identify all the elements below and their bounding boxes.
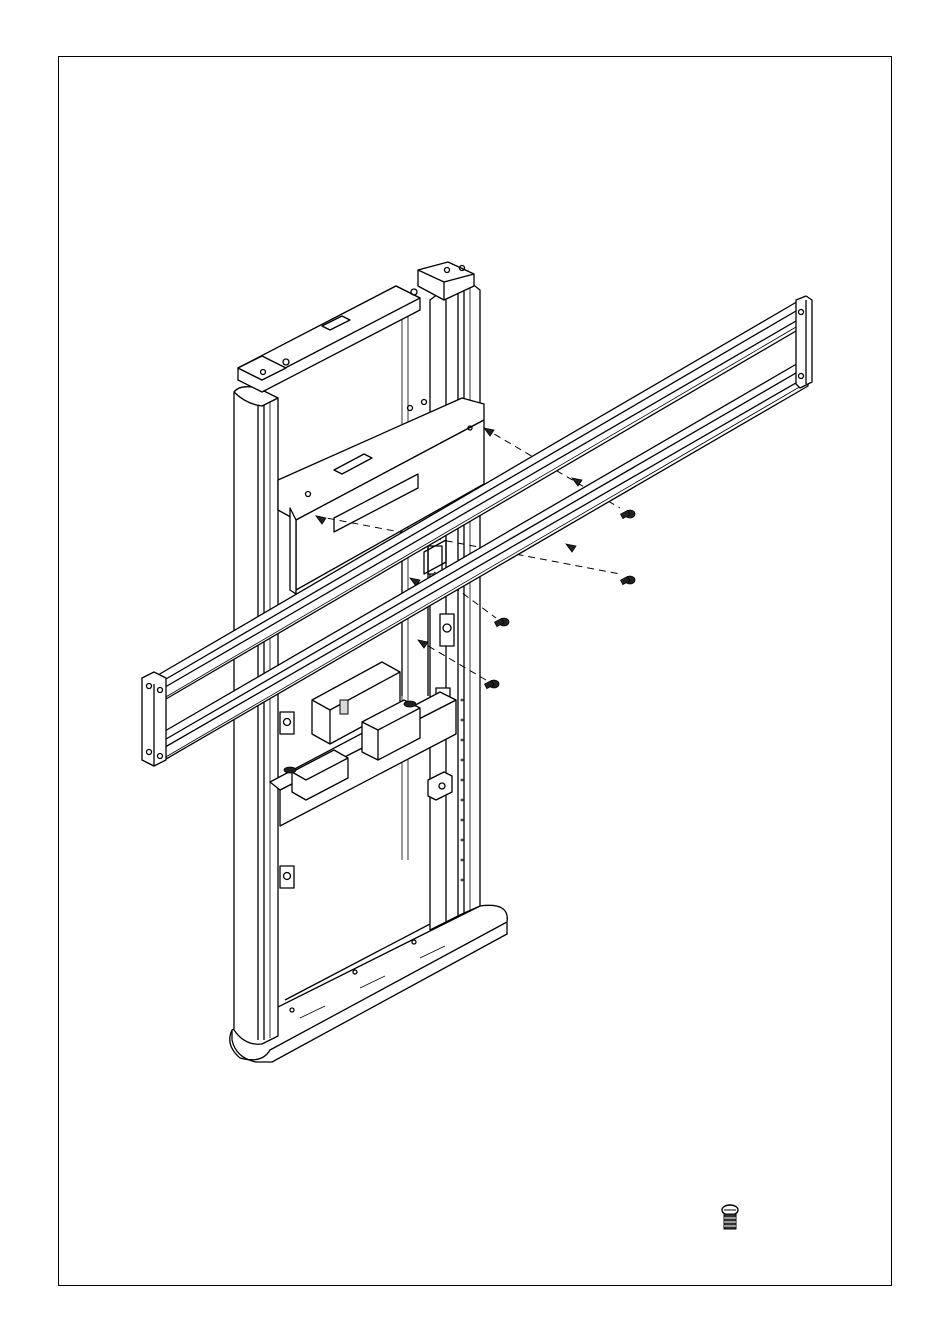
screw-1: [621, 510, 635, 519]
screw-3: [495, 618, 509, 627]
rail-end-cap-right: [796, 296, 812, 388]
screw-4: [485, 680, 499, 689]
screw-icon: [722, 1205, 738, 1229]
screw-2: [621, 576, 635, 585]
rail-end-cap-left: [142, 672, 166, 766]
